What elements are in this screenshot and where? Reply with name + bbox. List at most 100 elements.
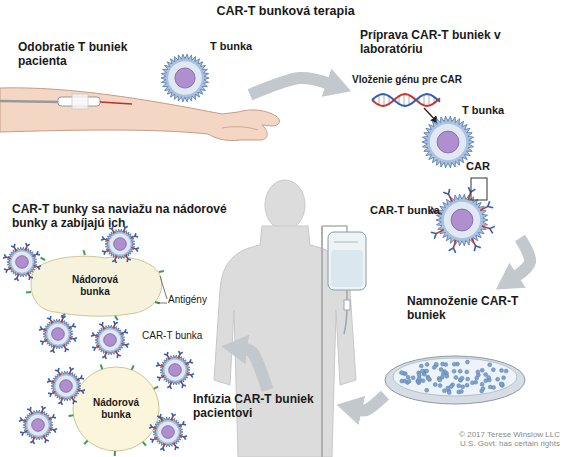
cell-body bbox=[158, 422, 179, 443]
car-receptor bbox=[50, 345, 54, 352]
cell-membrane bbox=[23, 410, 53, 440]
car-receptor bbox=[40, 340, 47, 345]
iv-tube bbox=[0, 101, 62, 102]
car-receptor bbox=[149, 424, 156, 428]
antigen-mark bbox=[114, 451, 116, 456]
car-receptor bbox=[33, 251, 40, 256]
car-receptor bbox=[42, 406, 46, 413]
cell-body bbox=[165, 360, 186, 381]
car-receptor bbox=[28, 273, 33, 280]
leader-line bbox=[157, 303, 167, 304]
car-receptor bbox=[99, 322, 104, 329]
car-receptor bbox=[49, 429, 56, 433]
leader-line bbox=[160, 276, 167, 299]
car-receptor bbox=[131, 233, 138, 238]
car-receptor bbox=[26, 243, 30, 250]
cell-nucleus bbox=[451, 209, 473, 231]
cell-body bbox=[110, 234, 131, 255]
car-t-cell bbox=[3, 243, 41, 281]
cell-body bbox=[430, 124, 466, 160]
process-step: Infúzia CAR-T buniek pacientovi bbox=[188, 390, 338, 430]
antigen-mark bbox=[41, 258, 45, 260]
antigen-mark bbox=[69, 414, 74, 417]
cell-membrane bbox=[153, 417, 183, 447]
cell-label: T bunka bbox=[462, 104, 504, 117]
car-receptor bbox=[179, 351, 183, 358]
car-t-cell bbox=[39, 315, 77, 353]
car-receptor bbox=[112, 255, 116, 262]
tumor-cell: Nádorová bunka bbox=[72, 366, 160, 452]
car-receptor bbox=[150, 438, 157, 443]
car-receptor bbox=[468, 187, 475, 200]
antigen-mark bbox=[159, 271, 164, 272]
cell-nucleus bbox=[60, 380, 73, 393]
antigen-mark bbox=[125, 252, 129, 256]
car-receptor bbox=[102, 351, 106, 358]
car-receptor bbox=[11, 244, 16, 251]
car-receptor bbox=[69, 338, 76, 342]
car-receptor bbox=[55, 368, 60, 375]
process-step: Namnoženie CAR-T buniek bbox=[385, 292, 555, 404]
step-heading: Infúzia CAR-T buniek pacientovi bbox=[193, 392, 343, 421]
step-heading: Namnoženie CAR-T buniek bbox=[407, 294, 537, 323]
antigen-mark bbox=[26, 291, 31, 293]
car-receptor bbox=[77, 390, 84, 394]
cell-nucleus bbox=[175, 68, 195, 88]
patient-head bbox=[265, 180, 305, 230]
car-receptor bbox=[91, 332, 98, 336]
flow-arrow bbox=[245, 349, 267, 390]
cell-label: Nádorová bunka bbox=[60, 274, 130, 298]
car-receptor bbox=[131, 248, 138, 252]
flow-arrow bbox=[250, 78, 328, 95]
petri-dish-inner bbox=[393, 358, 517, 396]
car-receptor bbox=[156, 362, 163, 366]
antigen-mark bbox=[101, 364, 103, 369]
petri-dish bbox=[385, 356, 525, 404]
car-receptor bbox=[124, 225, 128, 232]
process-step: CAR-T bunky sa naviažu na nádorové bunky… bbox=[10, 200, 225, 456]
car-receptor bbox=[62, 315, 66, 322]
car-receptor bbox=[443, 189, 452, 202]
cell-membrane bbox=[422, 116, 474, 168]
car-receptor bbox=[121, 329, 128, 334]
car-receptor bbox=[19, 417, 26, 421]
cell-membrane bbox=[51, 371, 81, 401]
iv-hook bbox=[322, 226, 347, 232]
car-receptor bbox=[186, 374, 193, 378]
car-receptor bbox=[64, 345, 69, 352]
iv-bag bbox=[328, 232, 366, 290]
car-receptor bbox=[58, 397, 62, 404]
car-receptor bbox=[109, 226, 114, 233]
step-heading: Príprava CAR-T buniek v laboratóriu bbox=[360, 28, 535, 57]
antigen-mark bbox=[83, 250, 85, 255]
car-receptor bbox=[70, 367, 74, 374]
car-receptor bbox=[69, 323, 76, 328]
part-label: CAR bbox=[466, 160, 490, 173]
car-receptor bbox=[92, 346, 99, 351]
cell-membrane bbox=[43, 319, 73, 349]
car-receptor bbox=[49, 414, 56, 419]
iv-catheter bbox=[58, 97, 100, 106]
car-receptor bbox=[472, 238, 481, 251]
cell-label: CAR-T bunka bbox=[370, 204, 440, 217]
car-receptor bbox=[157, 376, 164, 381]
car-receptor bbox=[4, 268, 11, 273]
antigen-mark bbox=[155, 302, 160, 303]
car-receptor bbox=[164, 352, 169, 359]
car-receptor bbox=[116, 351, 121, 358]
step-heading: CAR-T bunky sa naviažu na nádorové bunky… bbox=[12, 202, 227, 231]
t-cell bbox=[422, 116, 474, 168]
car-highlight-box bbox=[471, 178, 487, 200]
car-t-cell bbox=[91, 321, 129, 359]
cell-nucleus bbox=[162, 426, 175, 439]
flow-arrow bbox=[516, 238, 530, 276]
iv-tape bbox=[72, 94, 88, 109]
car-receptor bbox=[167, 381, 171, 388]
car-receptor bbox=[174, 443, 179, 450]
cell-nucleus bbox=[114, 238, 127, 251]
copyright-note: © 2017 Terese Winslow LLC U.S. Govt. has… bbox=[448, 430, 560, 448]
car-receptor bbox=[14, 273, 18, 280]
cell-nucleus bbox=[16, 256, 29, 269]
cell-nucleus bbox=[169, 364, 182, 377]
